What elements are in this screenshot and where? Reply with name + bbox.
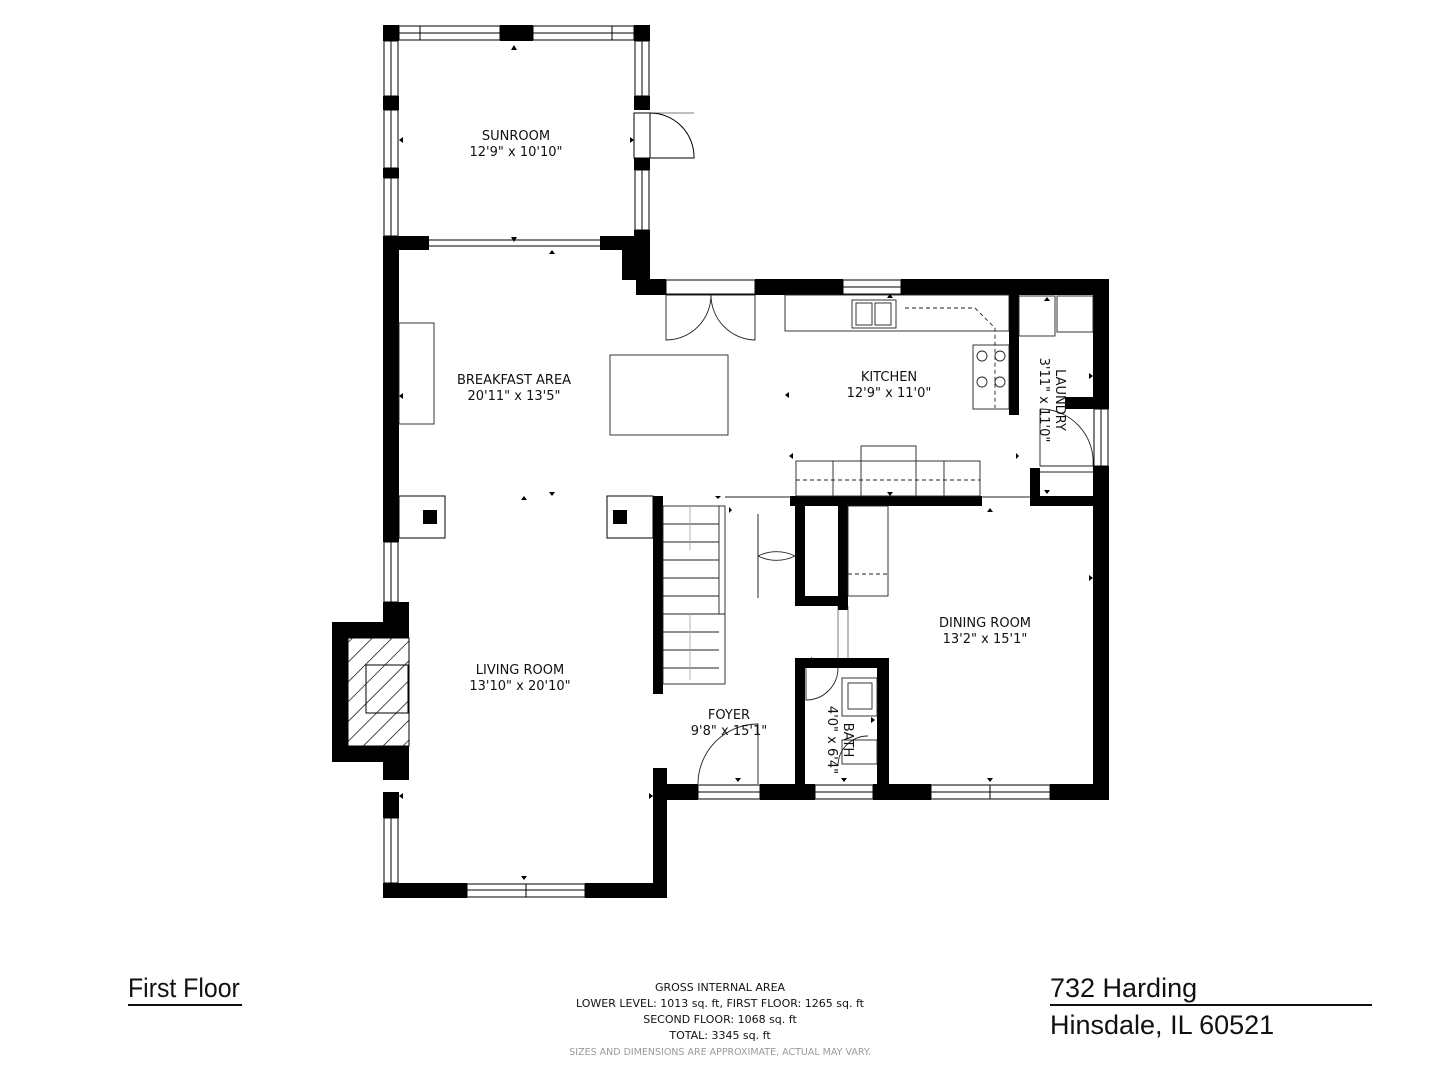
bath-dims: 4'0" x 6'4" — [824, 706, 839, 774]
area-summary: GROSS INTERNAL AREA LOWER LEVEL: 1013 sq… — [520, 980, 920, 1061]
fireplace — [347, 637, 410, 747]
main-outer-walls — [332, 236, 1109, 898]
foyer-dims: 9'8" x 15'1" — [691, 724, 767, 739]
area-line-1: LOWER LEVEL: 1013 sq. ft, FIRST FLOOR: 1… — [576, 997, 864, 1010]
laundry-label: LAUNDRY — [1052, 369, 1067, 431]
pillars — [398, 495, 654, 539]
sunroom-label: SUNROOM — [482, 129, 550, 144]
room-labels: SUNROOM 12'9" x 10'10" BREAKFAST AREA 20… — [457, 129, 1067, 774]
kitchen-label: KITCHEN — [861, 370, 917, 385]
address-city: Hinsdale, IL 60521 — [1050, 1010, 1275, 1040]
living-dims: 13'10" x 20'10" — [469, 679, 570, 694]
bath-label: BATH — [840, 723, 855, 758]
main-windows — [383, 279, 1109, 898]
address-street: 732 Harding — [1050, 972, 1372, 1006]
living-label: LIVING ROOM — [476, 663, 564, 678]
area-disclaimer: SIZES AND DIMENSIONS ARE APPROXIMATE, AC… — [569, 1047, 871, 1058]
breakfast-dims: 20'11" x 13'5" — [468, 389, 561, 404]
property-address: 732 Harding Hinsdale, IL 60521 — [1050, 972, 1372, 1041]
dining-dims: 13'2" x 15'1" — [943, 632, 1028, 647]
interior-walls — [653, 291, 1109, 788]
sunroom-door — [633, 112, 695, 159]
foyer-label: FOYER — [708, 708, 750, 723]
sunroom-dims: 12'9" x 10'10" — [470, 145, 563, 160]
dimension-markers — [399, 45, 1093, 880]
laundry-dims: 3'11" x 11'0" — [1036, 358, 1051, 443]
dining-label: DINING ROOM — [939, 616, 1031, 631]
floor-title: First Floor — [128, 972, 242, 1006]
kitchen-dims: 12'9" x 11'0" — [847, 386, 932, 401]
breakfast-label: BREAKFAST AREA — [457, 373, 571, 388]
sunroom-windows — [383, 25, 650, 247]
area-line-3: TOTAL: 3345 sq. ft — [669, 1029, 771, 1042]
fixtures — [398, 294, 1094, 785]
area-heading: GROSS INTERNAL AREA — [654, 981, 786, 994]
floor-plan: SUNROOM 12'9" x 10'10" BREAKFAST AREA 20… — [332, 25, 1109, 898]
area-line-2: SECOND FLOOR: 1068 sq. ft — [643, 1013, 797, 1026]
